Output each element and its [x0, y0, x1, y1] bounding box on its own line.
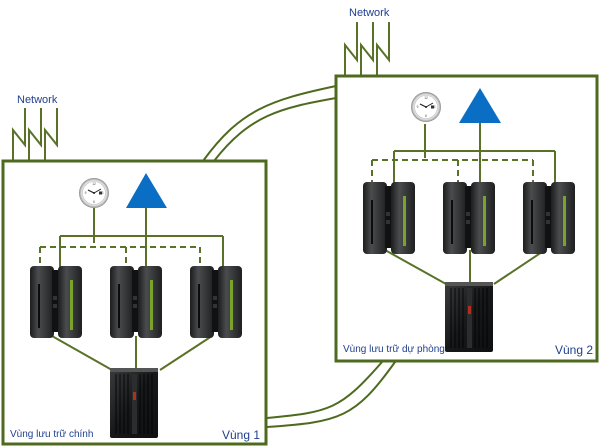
sync-bus-site-1: [39, 237, 201, 270]
site-label-site-1: Vùng lưu trữ chính: [10, 429, 93, 440]
mainframe-server-icon: [363, 182, 415, 254]
control-bus-site-2: [393, 122, 556, 184]
network-connection-site-2: [344, 22, 390, 75]
zone-label-site-1: Vùng 1: [222, 428, 260, 442]
triangle-icon: [126, 173, 167, 208]
inter-site-link-bottom: [266, 361, 396, 428]
storage-links-site-2: [384, 249, 546, 285]
zone-label-site-2: Vùng 2: [555, 343, 593, 357]
mainframe-server-icon: [190, 266, 242, 338]
inter-site-link-top: [202, 85, 337, 162]
control-bus-site-1: [59, 208, 224, 268]
mainframe-server-icon: [523, 182, 575, 254]
mainframe-server-icon: [443, 182, 495, 254]
network-label-site-1: Network: [17, 94, 58, 106]
site-1-box: Vùng lưu trữ chính Vùng 1: [1, 159, 268, 446]
sync-bus-site-2: [371, 152, 534, 184]
storage-cabinet-icon: [444, 281, 494, 353]
site-label-site-2: Vùng lưu trữ dự phòng: [343, 344, 445, 355]
network-connection-site-1: [12, 108, 58, 160]
triangle-icon: [459, 88, 501, 123]
site-2-box: Vùng lưu trữ dự phòng Vùng 2: [334, 74, 599, 363]
mainframe-server-icon: [30, 266, 82, 338]
clock-icon: [410, 91, 442, 123]
network-label-site-2: Network: [349, 7, 390, 19]
clock-icon: [78, 177, 110, 209]
storage-cabinet-icon: [109, 367, 159, 439]
storage-links-site-1: [51, 335, 213, 371]
mainframe-server-icon: [110, 266, 162, 338]
